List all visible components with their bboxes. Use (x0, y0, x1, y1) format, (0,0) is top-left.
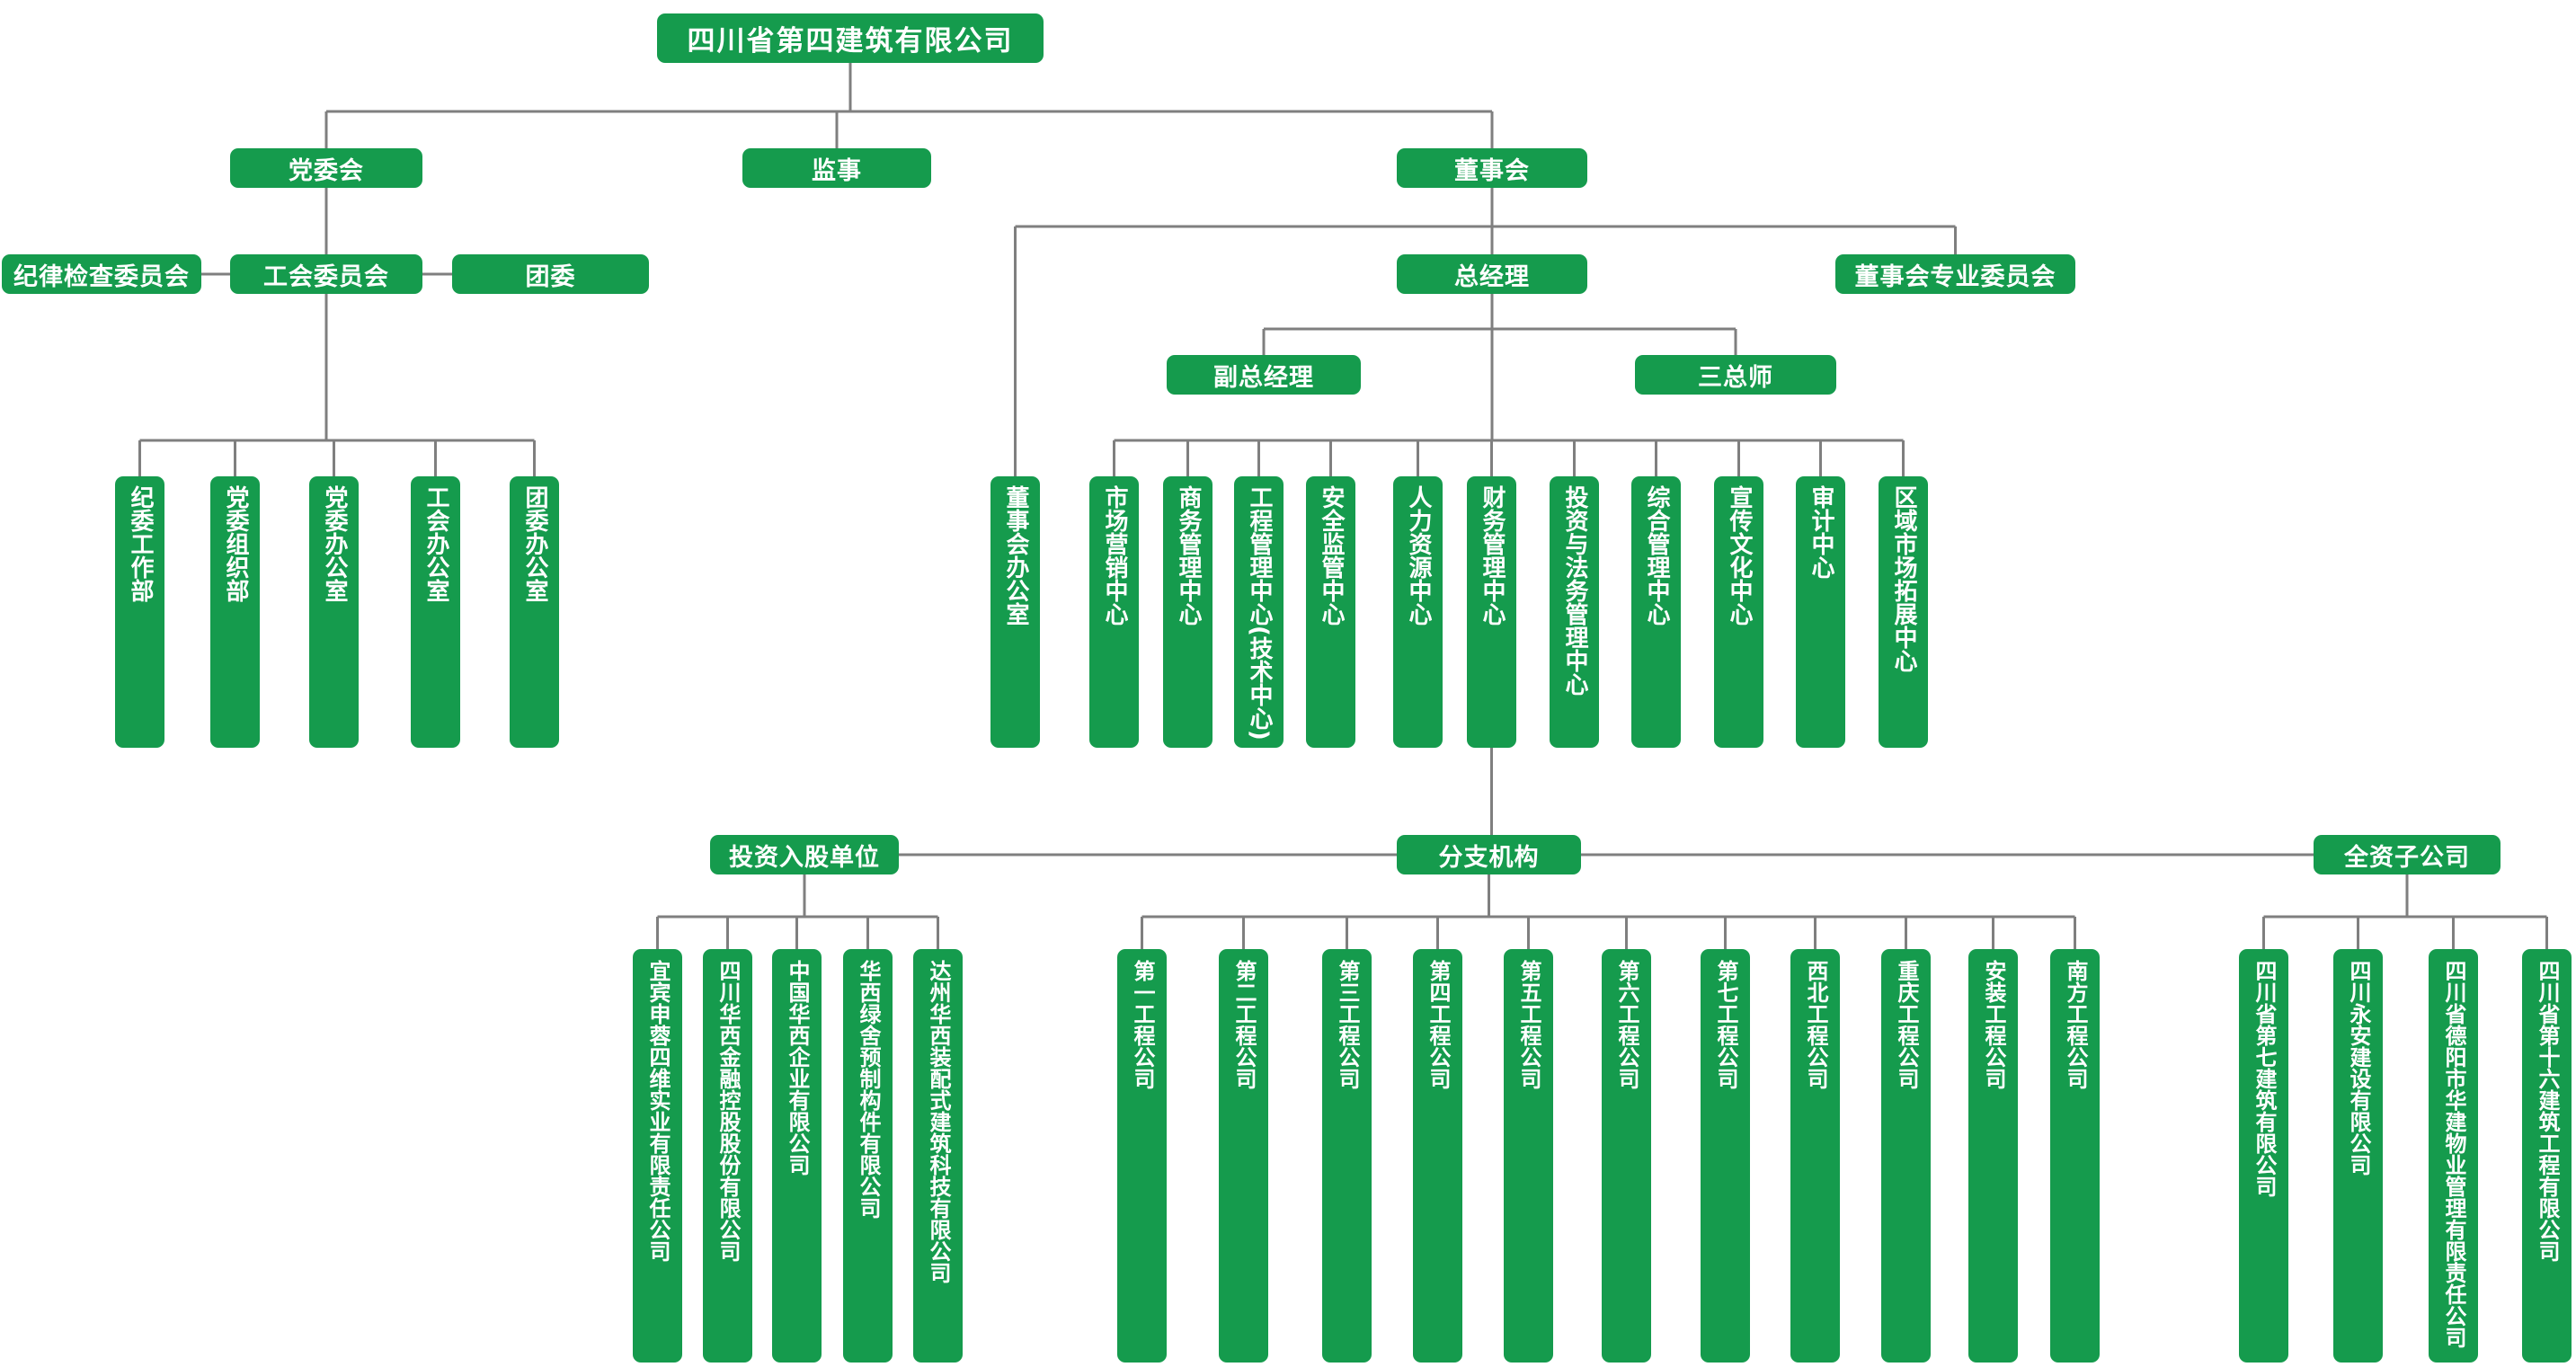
node-general-manager: 总经理 (1397, 254, 1587, 294)
node-party-dept: 纪委工作部 (115, 476, 164, 748)
node-board-professional-committee: 董事会专业委员会 (1835, 254, 2075, 294)
node-three-chief-engineers: 三总师 (1635, 355, 1836, 395)
node-center: 财务管理中心 (1467, 476, 1516, 748)
connector-board-branch (1014, 188, 1957, 476)
node-supervisor: 监事 (742, 148, 931, 188)
node-branch-company: 重庆工程公司 (1881, 949, 1931, 1363)
node-party-dept: 团委办公室 (510, 476, 559, 748)
node-center: 审计中心 (1796, 476, 1845, 748)
node-center: 投资与法务管理中心 (1550, 476, 1599, 748)
node-board-office: 董事会办公室 (990, 476, 1040, 748)
node-deputy-general-manager: 副总经理 (1167, 355, 1361, 395)
node-party-dept: 党委组织部 (210, 476, 260, 748)
node-branch-company: 第七工程公司 (1701, 949, 1750, 1363)
connector-gm-to-centers (1113, 294, 1905, 476)
node-union-committee: 工会委员会 (230, 254, 422, 294)
connector-subsidiary-group (2262, 874, 2548, 949)
node-branch-company: 第五工程公司 (1504, 949, 1553, 1363)
connector-party-to-depts (138, 188, 536, 476)
node-branch-company: 西北工程公司 (1790, 949, 1840, 1363)
node-branch-company: 安装工程公司 (1968, 949, 2018, 1363)
node-branch-company: 第六工程公司 (1602, 949, 1651, 1363)
node-party-dept: 工会办公室 (411, 476, 460, 748)
node-branch-company: 第二工程公司 (1219, 949, 1268, 1363)
node-branch-company: 第四工程公司 (1413, 949, 1462, 1363)
node-youth-league: 团委 (452, 254, 649, 294)
node-center: 安全监管中心 (1306, 476, 1355, 748)
node-subsidiaries-header: 全资子公司 (2314, 835, 2500, 874)
node-center: 市场营销中心 (1089, 476, 1139, 748)
node-investment-units-header: 投资入股单位 (710, 835, 899, 874)
node-investment-company: 四川华西金融控股股份有限公司 (703, 949, 752, 1363)
node-investment-company: 宜宾申蓉四维实业有限责任公司 (633, 949, 682, 1363)
node-subsidiary-company: 四川省德阳市华建物业管理有限责任公司 (2429, 949, 2478, 1363)
connector-gm-to-deputies (1262, 327, 1737, 355)
node-subsidiary-company: 四川省第十六建筑工程有限公司 (2522, 949, 2572, 1363)
node-company-title: 四川省第四建筑有限公司 (657, 13, 1044, 63)
node-investment-company: 达州华西装配式建筑科技有限公司 (913, 949, 963, 1363)
node-board-of-directors: 董事会 (1397, 148, 1587, 188)
node-branch-company: 第一工程公司 (1117, 949, 1167, 1363)
node-investment-company: 中国华西企业有限公司 (772, 949, 822, 1363)
node-center: 工程管理中心(技术中心) (1234, 476, 1284, 748)
node-subsidiary-company: 四川永安建设有限公司 (2333, 949, 2383, 1363)
connector-investment-group (656, 874, 939, 949)
node-subsidiary-company: 四川省第七建筑有限公司 (2239, 949, 2288, 1363)
node-party-committee: 党委会 (230, 148, 422, 188)
node-party-dept: 党委办公室 (309, 476, 359, 748)
node-center: 人力资源中心 (1393, 476, 1443, 748)
node-branch-company: 第三工程公司 (1322, 949, 1372, 1363)
node-discipline-inspection-committee: 纪律检查委员会 (2, 254, 201, 294)
node-branch-company: 南方工程公司 (2050, 949, 2100, 1363)
connector-title-to-level2 (324, 63, 1494, 149)
node-center: 区域市场拓展中心 (1879, 476, 1928, 748)
node-branches-header: 分支机构 (1397, 835, 1581, 874)
node-investment-company: 华西绿舍预制构件有限公司 (843, 949, 893, 1363)
node-center: 商务管理中心 (1163, 476, 1212, 748)
node-center: 综合管理中心 (1631, 476, 1681, 748)
node-center: 宣传文化中心 (1714, 476, 1763, 748)
connector-branch-group (1141, 874, 2076, 949)
